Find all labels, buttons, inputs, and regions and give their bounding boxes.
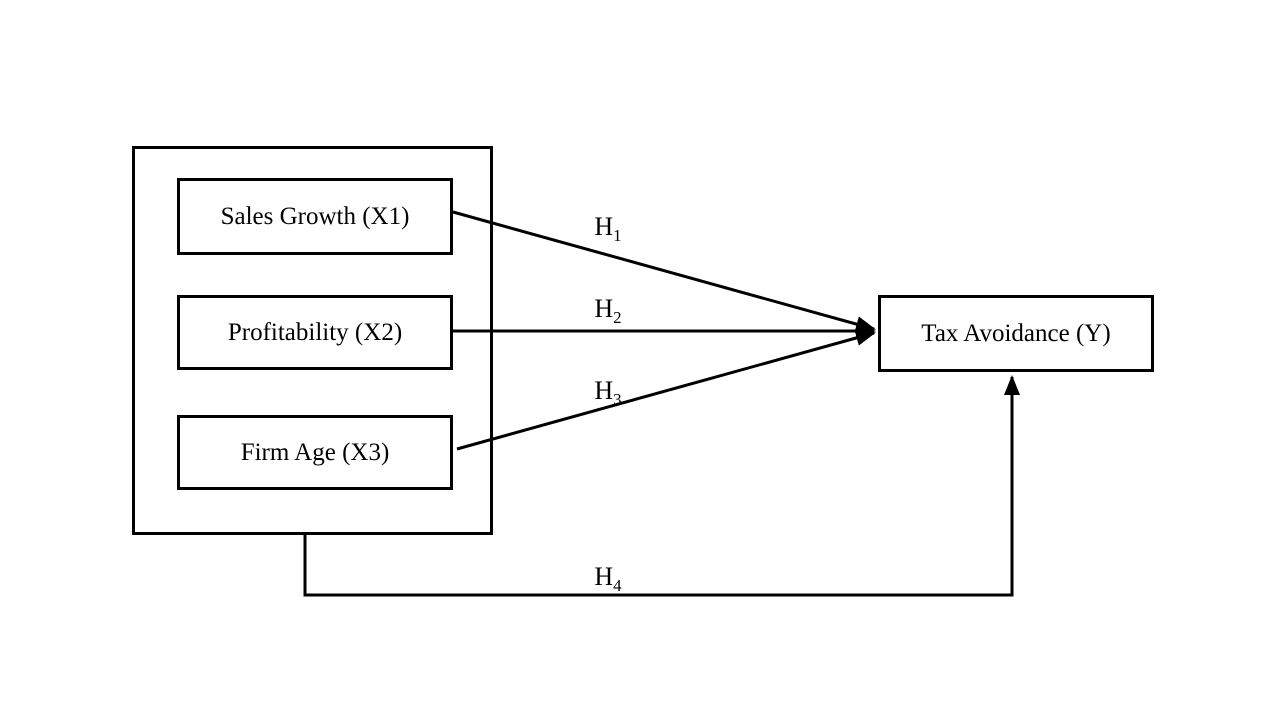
sales-growth-label: Sales Growth (X1) xyxy=(220,203,410,230)
h1-label-text: H xyxy=(594,212,614,241)
profitability-label: Profitability (X2) xyxy=(227,319,403,346)
firm-age-label: Firm Age (X3) xyxy=(240,439,390,466)
sales-growth-box: Sales Growth (X1) xyxy=(177,178,453,255)
h3-label-text: H xyxy=(594,376,614,405)
h4-label-text: H xyxy=(594,562,614,591)
h2-label-text: H xyxy=(594,294,614,323)
h4-label-subscript: 4 xyxy=(613,576,622,596)
h3-arrow xyxy=(456,330,876,451)
profitability-box: Profitability (X2) xyxy=(177,295,453,370)
firm-age-box: Firm Age (X3) xyxy=(177,415,453,490)
h3-label-subscript: 3 xyxy=(613,390,622,410)
h4-arrow xyxy=(303,375,1020,597)
h3-label: H3 xyxy=(594,376,621,409)
h2-label: H2 xyxy=(594,294,621,327)
tax-avoidance-label: Tax Avoidance (Y) xyxy=(921,320,1111,347)
h1-label: H1 xyxy=(594,212,621,245)
tax-avoidance-box: Tax Avoidance (Y) xyxy=(878,295,1154,372)
h1-arrow xyxy=(452,210,876,332)
h1-label-subscript: 1 xyxy=(613,226,622,246)
h2-label-subscript: 2 xyxy=(613,308,622,328)
h4-label: H4 xyxy=(594,562,621,595)
independent-variables-group-box xyxy=(132,146,493,535)
